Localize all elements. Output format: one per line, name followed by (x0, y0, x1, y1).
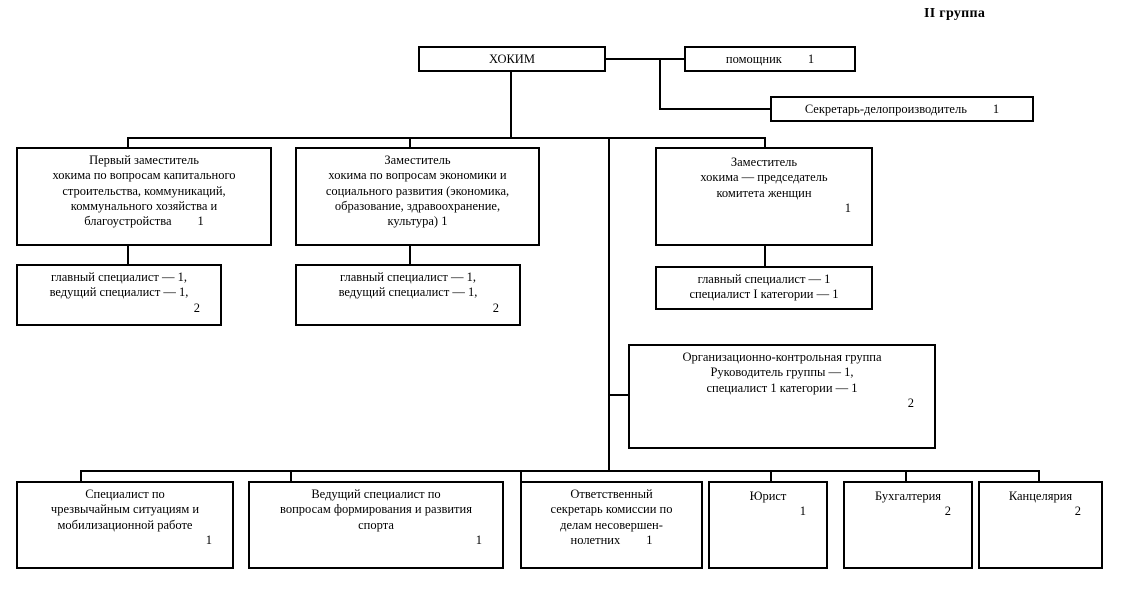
lawyer-count: 1 (799, 504, 806, 519)
node-emergency-spec[interactable]: Специалист по чрезвычайным ситуациям и м… (16, 481, 234, 569)
emergency-line-3: мобилизационной работе (57, 517, 193, 532)
accounting-label: Бухгалтерия (874, 489, 942, 503)
connector-hokim-secretary-vertical (659, 58, 661, 110)
deputy-first-line-1: Первый заместитель (89, 153, 199, 167)
deputy-economy-line-2: хокима по вопросам экономики и (328, 168, 507, 183)
connector-drop-deputy-economy (409, 137, 411, 149)
connector-drop-emergency (80, 470, 82, 482)
spec-left-line-2: ведущий специалист — 1, (49, 285, 189, 300)
spec-mid-line-2: ведущий специалист — 1, (338, 285, 478, 300)
deputy-women-count: 1 (844, 200, 851, 215)
node-deputy-women[interactable]: Заместитель хокима — председатель комите… (655, 147, 873, 246)
node-secretary-label: Секретарь-делопроизводитель (804, 101, 967, 116)
deputy-economy-line-1: Заместитель (384, 153, 451, 167)
spec-mid-line-1: главный специалист — 1, (340, 270, 476, 284)
deputy-first-line-2: хокима по вопросам капитального (52, 168, 236, 183)
connector-trunk-to-org-group (608, 394, 628, 396)
connector-drop-lawyer (770, 470, 772, 482)
connector-drop-sport (290, 470, 292, 482)
spec-left-count: 2 (193, 300, 200, 315)
connector-trunk-main (510, 71, 512, 139)
chancellery-count: 2 (1074, 504, 1081, 519)
lawyer-label: Юрист (749, 489, 787, 503)
minors-count: 1 (646, 532, 653, 547)
connector-deputy-economy-to-spec (409, 246, 411, 264)
minors-line-4: нолетних 1 (528, 533, 695, 548)
emergency-count: 1 (205, 532, 212, 547)
accounting-count: 2 (944, 504, 951, 519)
spec-mid-count: 2 (492, 300, 499, 315)
emergency-line-2: чрезвычайным ситуациям и (50, 502, 200, 517)
node-secretary-count: 1 (992, 101, 1000, 116)
deputy-economy-line-4: образование, здравоохранение, (334, 198, 501, 213)
connector-drop-chancellery (1038, 470, 1040, 482)
sport-line-2: вопросам формирования и развития (280, 502, 472, 517)
connector-trunk-lower (608, 137, 610, 471)
node-deputy-economy[interactable]: Заместитель хокима по вопросам экономики… (295, 147, 540, 246)
org-group-line-3: специалист 1 категории — 1 (706, 380, 858, 395)
deputy-first-line-5: благоустройства 1 (24, 214, 264, 229)
minors-line-2: секретарь комиссии по (550, 502, 673, 517)
minors-line-3: делам несовершен- (560, 517, 663, 532)
sport-line-3: спорта (358, 517, 394, 532)
spec-left-line-1: главный специалист — 1, (51, 270, 187, 284)
deputy-first-line-4: коммунального хозяйства и (70, 198, 218, 213)
connector-deputy-first-to-spec (127, 246, 129, 264)
connector-drop-minors (520, 470, 522, 482)
org-group-line-1: Организационно-контрольная группа (682, 350, 882, 364)
deputy-women-line-3: комитета женщин (716, 185, 812, 200)
deputy-women-line-2: хокима — председатель (700, 170, 828, 185)
deputy-first-line-5-text: благоустройства (84, 214, 172, 228)
chancellery-label: Канцелярия (1008, 489, 1073, 503)
deputy-first-line-3: строительства, коммуникаций, (62, 183, 226, 198)
node-assistant-label: помощник (725, 51, 782, 66)
org-group-line-2: Руководитель группы — 1, (710, 365, 854, 380)
connector-bottom-bus (80, 470, 1040, 472)
node-secretary[interactable]: Секретарь-делопроизводитель 1 (770, 96, 1034, 122)
node-spec-left[interactable]: главный специалист — 1, ведущий специали… (16, 264, 222, 326)
node-assistant[interactable]: помощник 1 (684, 46, 856, 72)
spec-right-line-2: специалист I категории — 1 (689, 287, 839, 302)
node-chancellery[interactable]: Канцелярия 2 (978, 481, 1103, 569)
deputy-economy-line-5: культура) 1 (303, 214, 532, 229)
deputy-women-line-1: Заместитель (730, 155, 798, 169)
node-hokim-label: ХОКИМ (489, 51, 535, 66)
node-lawyer[interactable]: Юрист 1 (708, 481, 828, 569)
org-group-count: 2 (907, 395, 914, 410)
connector-hokim-assistant (603, 58, 686, 60)
node-spec-right[interactable]: главный специалист — 1 специалист I кате… (655, 266, 873, 310)
spec-right-line-1: главный специалист — 1 (697, 272, 831, 286)
connector-drop-deputy-women (764, 137, 766, 149)
node-hokim[interactable]: ХОКИМ (418, 46, 606, 72)
sport-line-1: Ведущий специалист по (311, 487, 441, 501)
emergency-line-1: Специалист по (85, 487, 165, 501)
deputy-first-count: 1 (197, 214, 204, 228)
node-assistant-count: 1 (807, 51, 815, 66)
deputy-economy-line-3: социального развития (экономика, (325, 183, 510, 198)
node-accounting[interactable]: Бухгалтерия 2 (843, 481, 973, 569)
node-deputy-first[interactable]: Первый заместитель хокима по вопросам ка… (16, 147, 272, 246)
minors-line-1: Ответственный (570, 487, 653, 501)
connector-hokim-secretary-horizontal (659, 108, 772, 110)
node-sport-spec[interactable]: Ведущий специалист по вопросам формирова… (248, 481, 504, 569)
deputy-economy-count: 1 (441, 214, 448, 228)
connector-deputy-bus (127, 137, 766, 139)
connector-drop-deputy-first (127, 137, 129, 149)
deputy-economy-line-5-text: культура) (387, 214, 439, 228)
connector-deputy-women-to-spec (764, 246, 766, 266)
node-spec-mid[interactable]: главный специалист — 1, ведущий специали… (295, 264, 521, 326)
node-org-control-group[interactable]: Организационно-контрольная группа Руково… (628, 344, 936, 449)
connector-drop-accounting (905, 470, 907, 482)
minors-line-4-text: нолетних (570, 532, 621, 547)
node-minors-secretary[interactable]: Ответственный секретарь комиссии по дела… (520, 481, 703, 569)
sport-count: 1 (475, 532, 482, 547)
page-title: II группа (924, 6, 986, 21)
